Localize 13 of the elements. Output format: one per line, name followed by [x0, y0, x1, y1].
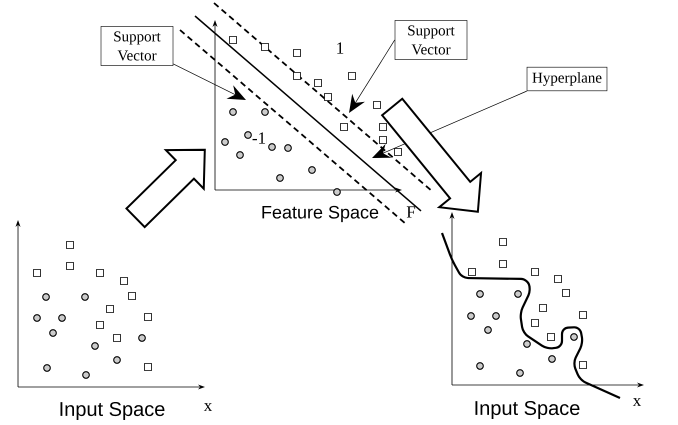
plot-title: Input Space	[60, 402, 164, 420]
leader-line	[172, 64, 246, 100]
label-box: Support Vector	[100, 26, 174, 66]
plot-title: Input Space	[475, 400, 580, 420]
axis-label: x	[632, 398, 642, 406]
label-box: Support Vector	[394, 20, 468, 60]
axis-label: F	[406, 206, 416, 218]
leader-line	[349, 40, 396, 113]
plot-title: Feature Space	[262, 206, 378, 222]
block-arrow	[125, 148, 206, 228]
class-label: 1	[337, 42, 344, 54]
class-label: -1	[252, 132, 266, 144]
label-box: Hyperplane	[526, 66, 608, 92]
